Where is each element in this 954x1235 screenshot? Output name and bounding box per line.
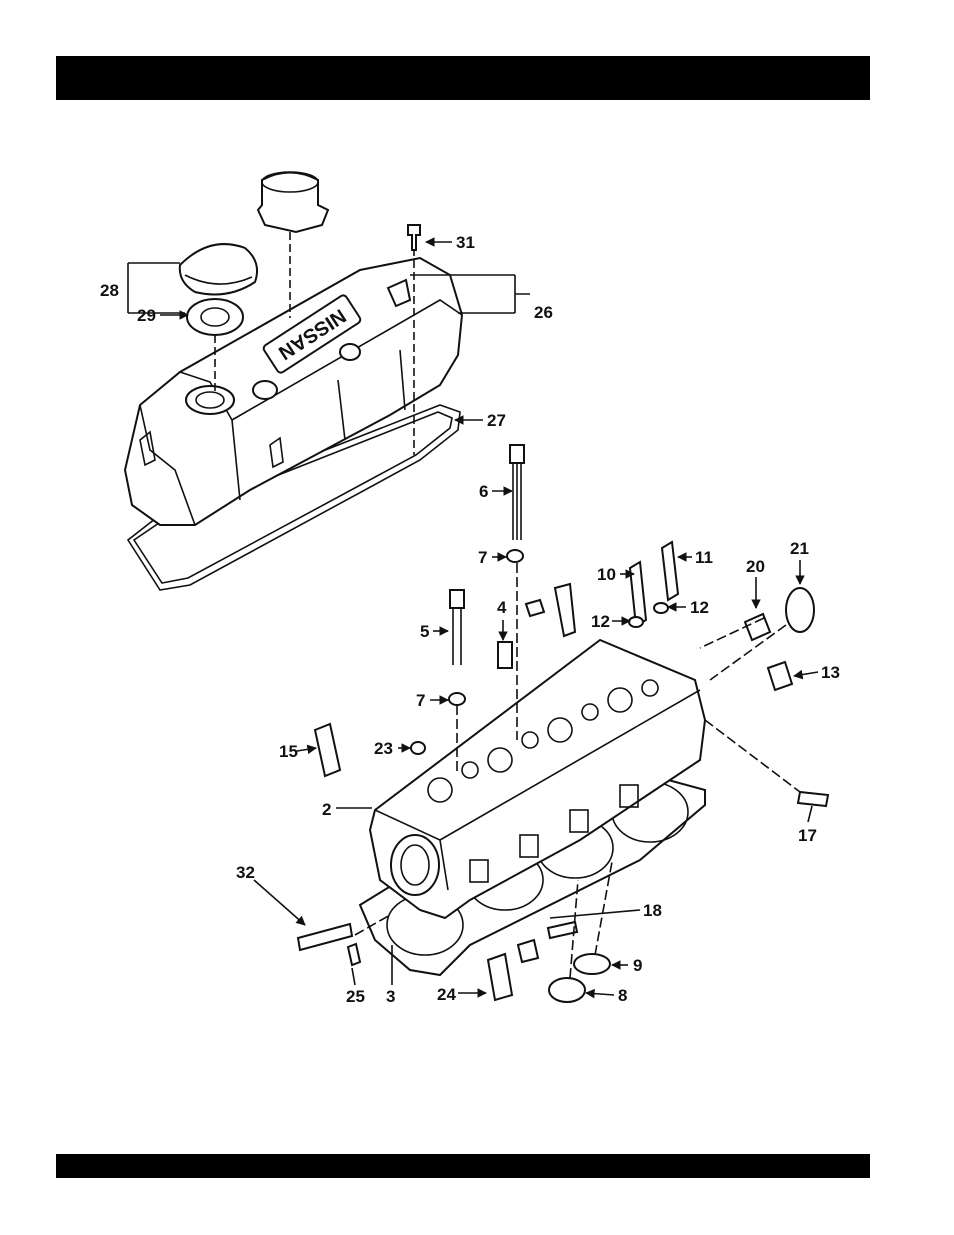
bolt-4 bbox=[498, 642, 512, 668]
callout-7-upper: 7 bbox=[478, 548, 487, 567]
plug-23 bbox=[411, 742, 425, 754]
callout-12-right: 12 bbox=[690, 598, 709, 617]
callout-17: 17 bbox=[798, 826, 817, 845]
callout-27: 27 bbox=[487, 411, 506, 430]
callout-18: 18 bbox=[643, 901, 662, 920]
rocker-cover: NISSAN bbox=[125, 258, 462, 525]
stud-17 bbox=[798, 792, 828, 806]
plug-20 bbox=[745, 614, 770, 640]
dowel-11 bbox=[662, 542, 678, 600]
callout-25: 25 bbox=[346, 987, 365, 1006]
callout-26: 26 bbox=[534, 303, 553, 322]
callout-13: 13 bbox=[821, 663, 840, 682]
callout-12-left: 12 bbox=[591, 612, 610, 631]
callout-10: 10 bbox=[597, 565, 616, 584]
head-bolt-short bbox=[450, 590, 464, 665]
callout-15: 15 bbox=[279, 742, 298, 761]
pin-25 bbox=[348, 944, 360, 965]
plug-8 bbox=[549, 978, 585, 1002]
callout-31: 31 bbox=[456, 233, 475, 252]
washer-lower bbox=[449, 693, 465, 705]
callout-7-lower: 7 bbox=[416, 691, 425, 710]
callout-2: 2 bbox=[322, 800, 331, 819]
cap-21 bbox=[786, 588, 814, 632]
breather-tube bbox=[258, 172, 328, 232]
footer-bar bbox=[56, 1154, 870, 1178]
bracket-24 bbox=[488, 954, 512, 1000]
callout-11: 11 bbox=[695, 548, 713, 567]
stud-32 bbox=[298, 924, 352, 950]
callout-6: 6 bbox=[479, 482, 488, 501]
stud-18 bbox=[548, 922, 577, 938]
sender-15 bbox=[315, 724, 340, 776]
head-bolt-long bbox=[510, 445, 524, 540]
callout-3: 3 bbox=[386, 987, 395, 1006]
sensor-13 bbox=[768, 662, 792, 690]
washer-upper bbox=[507, 550, 523, 562]
callout-8: 8 bbox=[618, 986, 627, 1005]
callout-24: 24 bbox=[437, 985, 456, 1004]
callout-29: 29 bbox=[137, 306, 156, 325]
oil-filler-cap bbox=[180, 244, 257, 294]
callout-23: 23 bbox=[374, 739, 393, 758]
callout-20: 20 bbox=[746, 557, 765, 576]
callout-32: 32 bbox=[236, 863, 255, 882]
callout-9: 9 bbox=[633, 956, 642, 975]
callout-28: 28 bbox=[100, 281, 119, 300]
filler-cap-gasket bbox=[187, 299, 243, 335]
callout-4: 4 bbox=[497, 598, 507, 617]
callout-5: 5 bbox=[420, 622, 429, 641]
plug-9 bbox=[574, 954, 610, 974]
bracket-upper bbox=[555, 584, 575, 636]
callout-21: 21 bbox=[790, 539, 809, 558]
